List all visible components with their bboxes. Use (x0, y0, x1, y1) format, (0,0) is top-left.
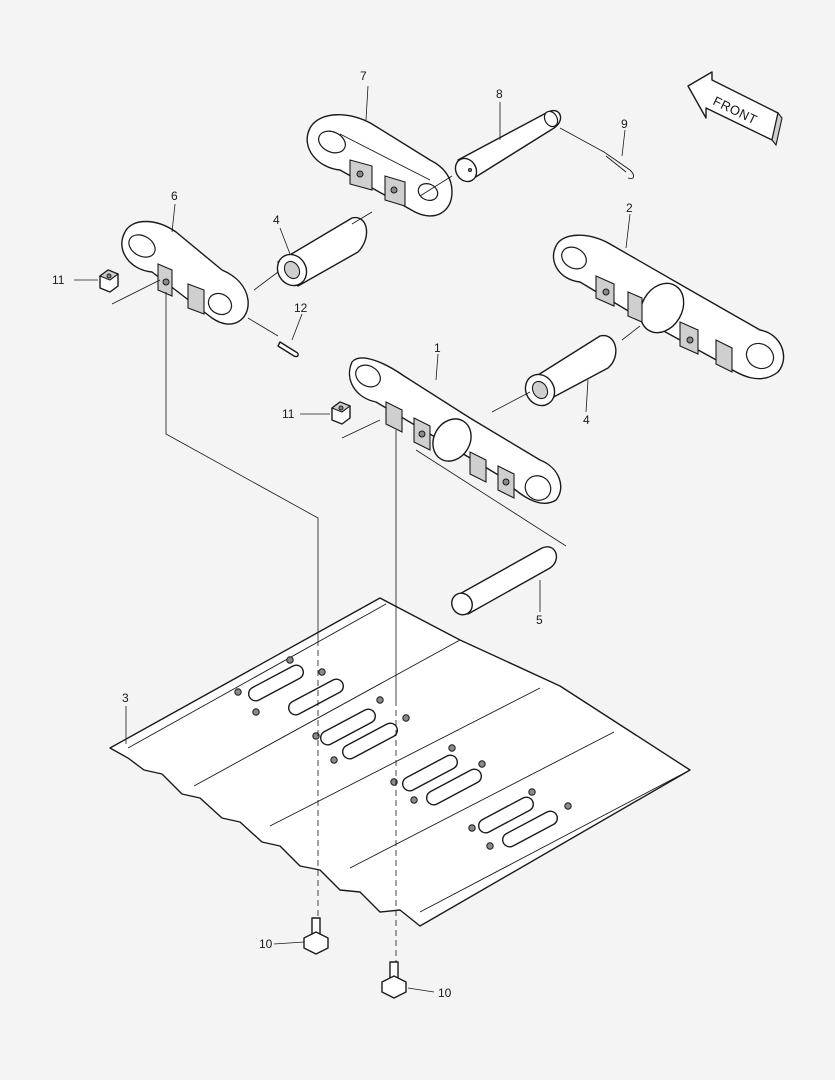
callout-6: 6 (171, 189, 178, 203)
callout-1: 1 (434, 341, 441, 355)
track-link-1 (348, 357, 562, 505)
callouts: 7 8 9 6 4 2 11 12 1 11 4 5 3 10 10 (52, 69, 633, 1000)
nut-11-upper (98, 269, 120, 293)
bolt-10-left (303, 917, 329, 955)
nut-11-lower (330, 401, 352, 425)
front-arrow-icon: FRONT (687, 71, 783, 147)
bushing-4-right (524, 335, 617, 407)
callout-11-upper: 11 (52, 273, 65, 287)
bolt-10-right (381, 961, 407, 999)
callout-5: 5 (536, 613, 543, 627)
callout-2: 2 (626, 201, 633, 215)
assembly-lines (74, 85, 641, 993)
track-shoe-3 (109, 597, 691, 927)
callout-8: 8 (496, 87, 503, 101)
track-link-2 (552, 234, 785, 380)
track-link-7 (306, 114, 453, 217)
callout-9: 9 (621, 117, 628, 131)
bushing-4-upper (276, 217, 368, 287)
callout-3: 3 (122, 691, 129, 705)
callout-10-right: 10 (438, 986, 452, 1000)
track-pin-5 (451, 546, 558, 616)
callout-4-upper: 4 (273, 213, 280, 227)
track-link-6 (121, 220, 249, 325)
spring-pin-12 (277, 341, 299, 358)
callout-12: 12 (294, 301, 308, 315)
callout-4-right: 4 (583, 413, 590, 427)
callout-10-left: 10 (259, 937, 273, 951)
callout-7: 7 (360, 69, 367, 83)
callout-11-lower: 11 (282, 407, 295, 421)
track-pin-8 (454, 109, 562, 183)
cotter-pin-9 (603, 151, 635, 179)
